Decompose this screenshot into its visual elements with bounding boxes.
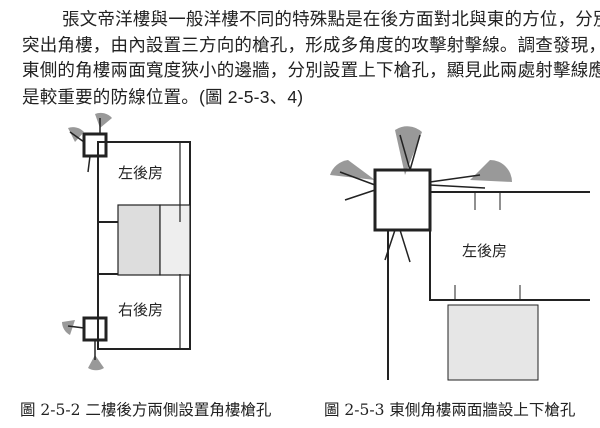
room-label-left-rear: 左後房	[462, 242, 507, 260]
paragraph-line: 東側的角樓兩面寬度狹小的邊牆，分別設置上下槍孔，顯見此兩處射擊線應該	[22, 61, 600, 81]
room-label-right-rear: 右後房	[118, 301, 163, 319]
body-paragraph: 張文帝洋樓與一般洋樓不同的特殊點是在後方面對北與東的方位，分別外 突出角樓，由內…	[22, 8, 600, 112]
paragraph-last-line: 是較重要的防線位置。	[22, 87, 199, 108]
paragraph-line: 張文帝洋樓與一般洋樓不同的特殊點是在後方面對北與東的方位，分別外	[62, 10, 600, 30]
paragraph-line: 突出角樓，由內設置三方向的槍孔，形成多角度的攻擊射擊線。調查發現，在	[22, 35, 600, 56]
figure-caption-2-5-2: 圖 2-5-2 二樓後方兩側設置角樓槍孔	[20, 401, 272, 419]
figure-caption-2-5-3: 圖 2-5-3 東側角樓兩面牆設上下槍孔	[324, 401, 576, 419]
figure-reference: (圖 2-5-3、4)	[199, 86, 304, 107]
room-label-left-rear: 左後房	[118, 164, 163, 182]
paragraph-line: 是較重要的防線位置。(圖 2-5-3、4)	[22, 85, 592, 112]
